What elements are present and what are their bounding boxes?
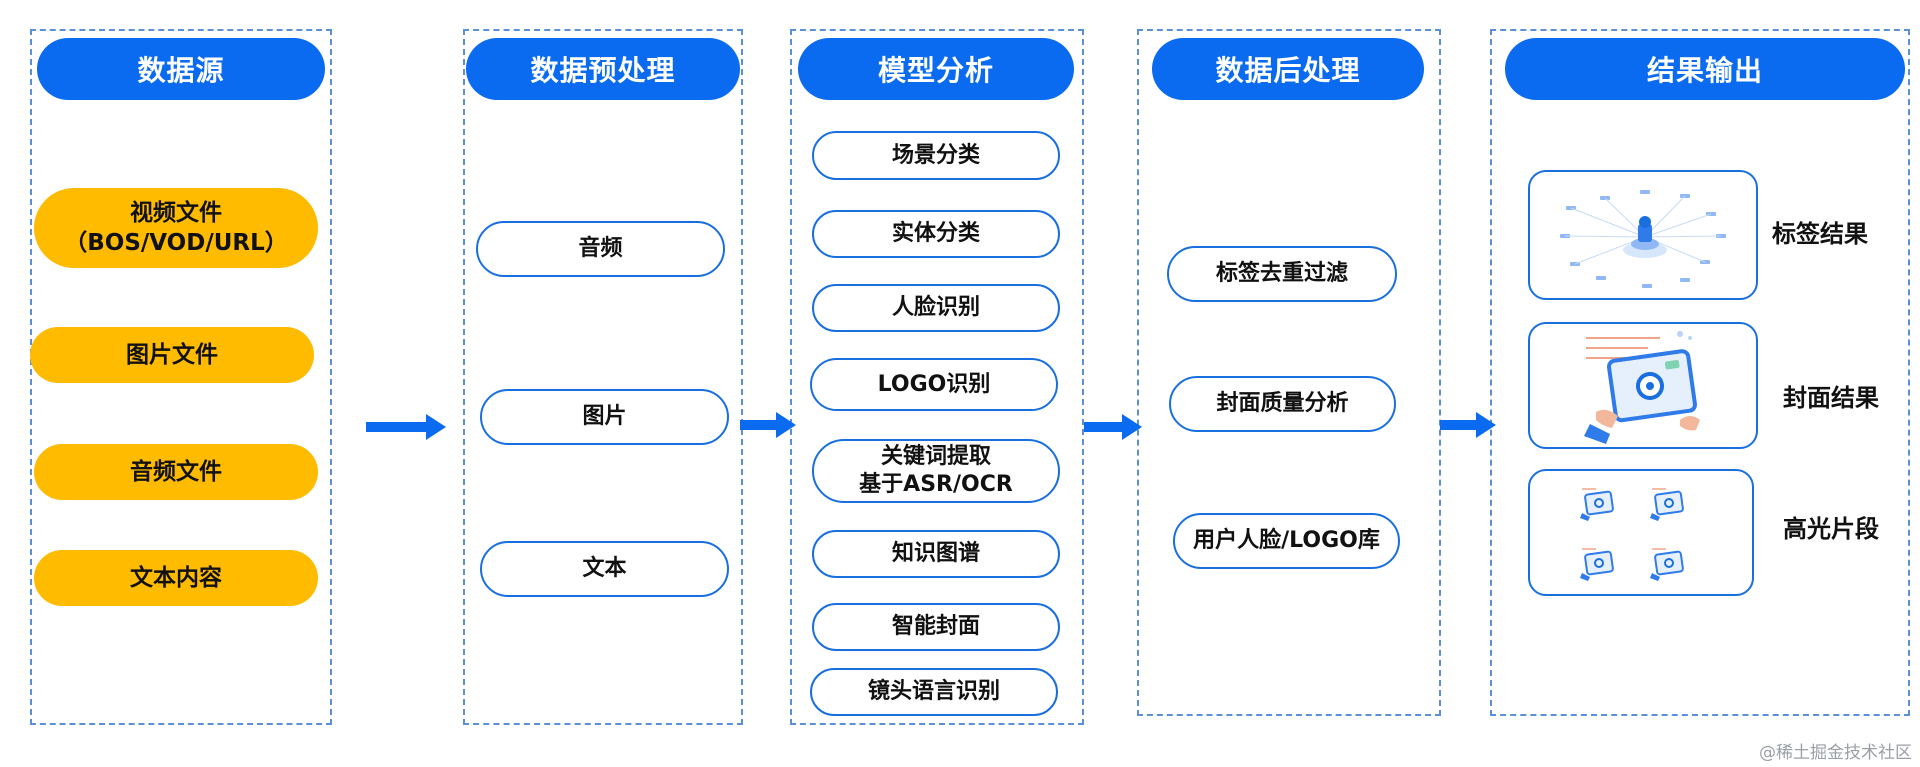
- arrow-right-icon: [1440, 412, 1496, 438]
- header-model-analysis: 模型分析: [798, 38, 1074, 100]
- header-data-source: 数据源: [37, 38, 325, 100]
- column-preprocess: [463, 29, 743, 725]
- column-model-analysis: [790, 29, 1084, 725]
- preprocess-audio: 音频: [476, 221, 725, 277]
- header-postprocess: 数据后处理: [1152, 38, 1424, 100]
- arrow-right-icon: [1084, 414, 1142, 440]
- header-preprocess: 数据预处理: [466, 38, 740, 100]
- result-card-tags: [1528, 170, 1758, 300]
- source-text-content: 文本内容: [34, 550, 318, 606]
- model-keyword-extraction: 关键词提取 基于ASR/OCR: [812, 439, 1060, 503]
- source-image-file: 图片文件: [30, 327, 314, 383]
- post-user-face-logo-library: 用户人脸/LOGO库: [1173, 513, 1400, 569]
- model-scene-classification: 场景分类: [812, 131, 1060, 180]
- source-video-file: 视频文件 （BOS/VOD/URL）: [34, 188, 318, 268]
- arrow-right-icon: [366, 414, 446, 440]
- cover-tablet-illustration-icon: [1584, 331, 1700, 444]
- highlight-clips-illustration-icon: [1580, 488, 1684, 581]
- header-result-output: 结果输出: [1505, 38, 1905, 100]
- result-card-cover: [1528, 322, 1758, 449]
- result-label-tags: 标签结果: [1772, 220, 1868, 248]
- watermark: @稀土掘金技术社区: [1759, 743, 1912, 763]
- preprocess-text: 文本: [480, 541, 729, 597]
- result-card-highlights: [1528, 469, 1754, 596]
- arrow-right-icon: [740, 412, 796, 438]
- source-audio-file: 音频文件: [34, 444, 318, 500]
- model-logo-recognition: LOGO识别: [810, 358, 1058, 411]
- post-cover-quality-analysis: 封面质量分析: [1169, 376, 1396, 432]
- column-postprocess: [1137, 29, 1441, 716]
- model-face-recognition: 人脸识别: [812, 284, 1060, 332]
- result-label-cover: 封面结果: [1783, 384, 1879, 412]
- column-result-output: [1490, 29, 1910, 716]
- model-shot-language-recognition: 镜头语言识别: [810, 668, 1058, 716]
- tag-network-illustration-icon: [1560, 190, 1726, 288]
- column-data-source: [30, 29, 332, 725]
- preprocess-image: 图片: [480, 389, 729, 445]
- result-label-highlights: 高光片段: [1783, 515, 1879, 543]
- post-tag-dedup-filter: 标签去重过滤: [1167, 246, 1397, 302]
- model-entity-classification: 实体分类: [812, 210, 1060, 258]
- model-smart-cover: 智能封面: [812, 603, 1060, 651]
- model-knowledge-graph: 知识图谱: [812, 530, 1060, 578]
